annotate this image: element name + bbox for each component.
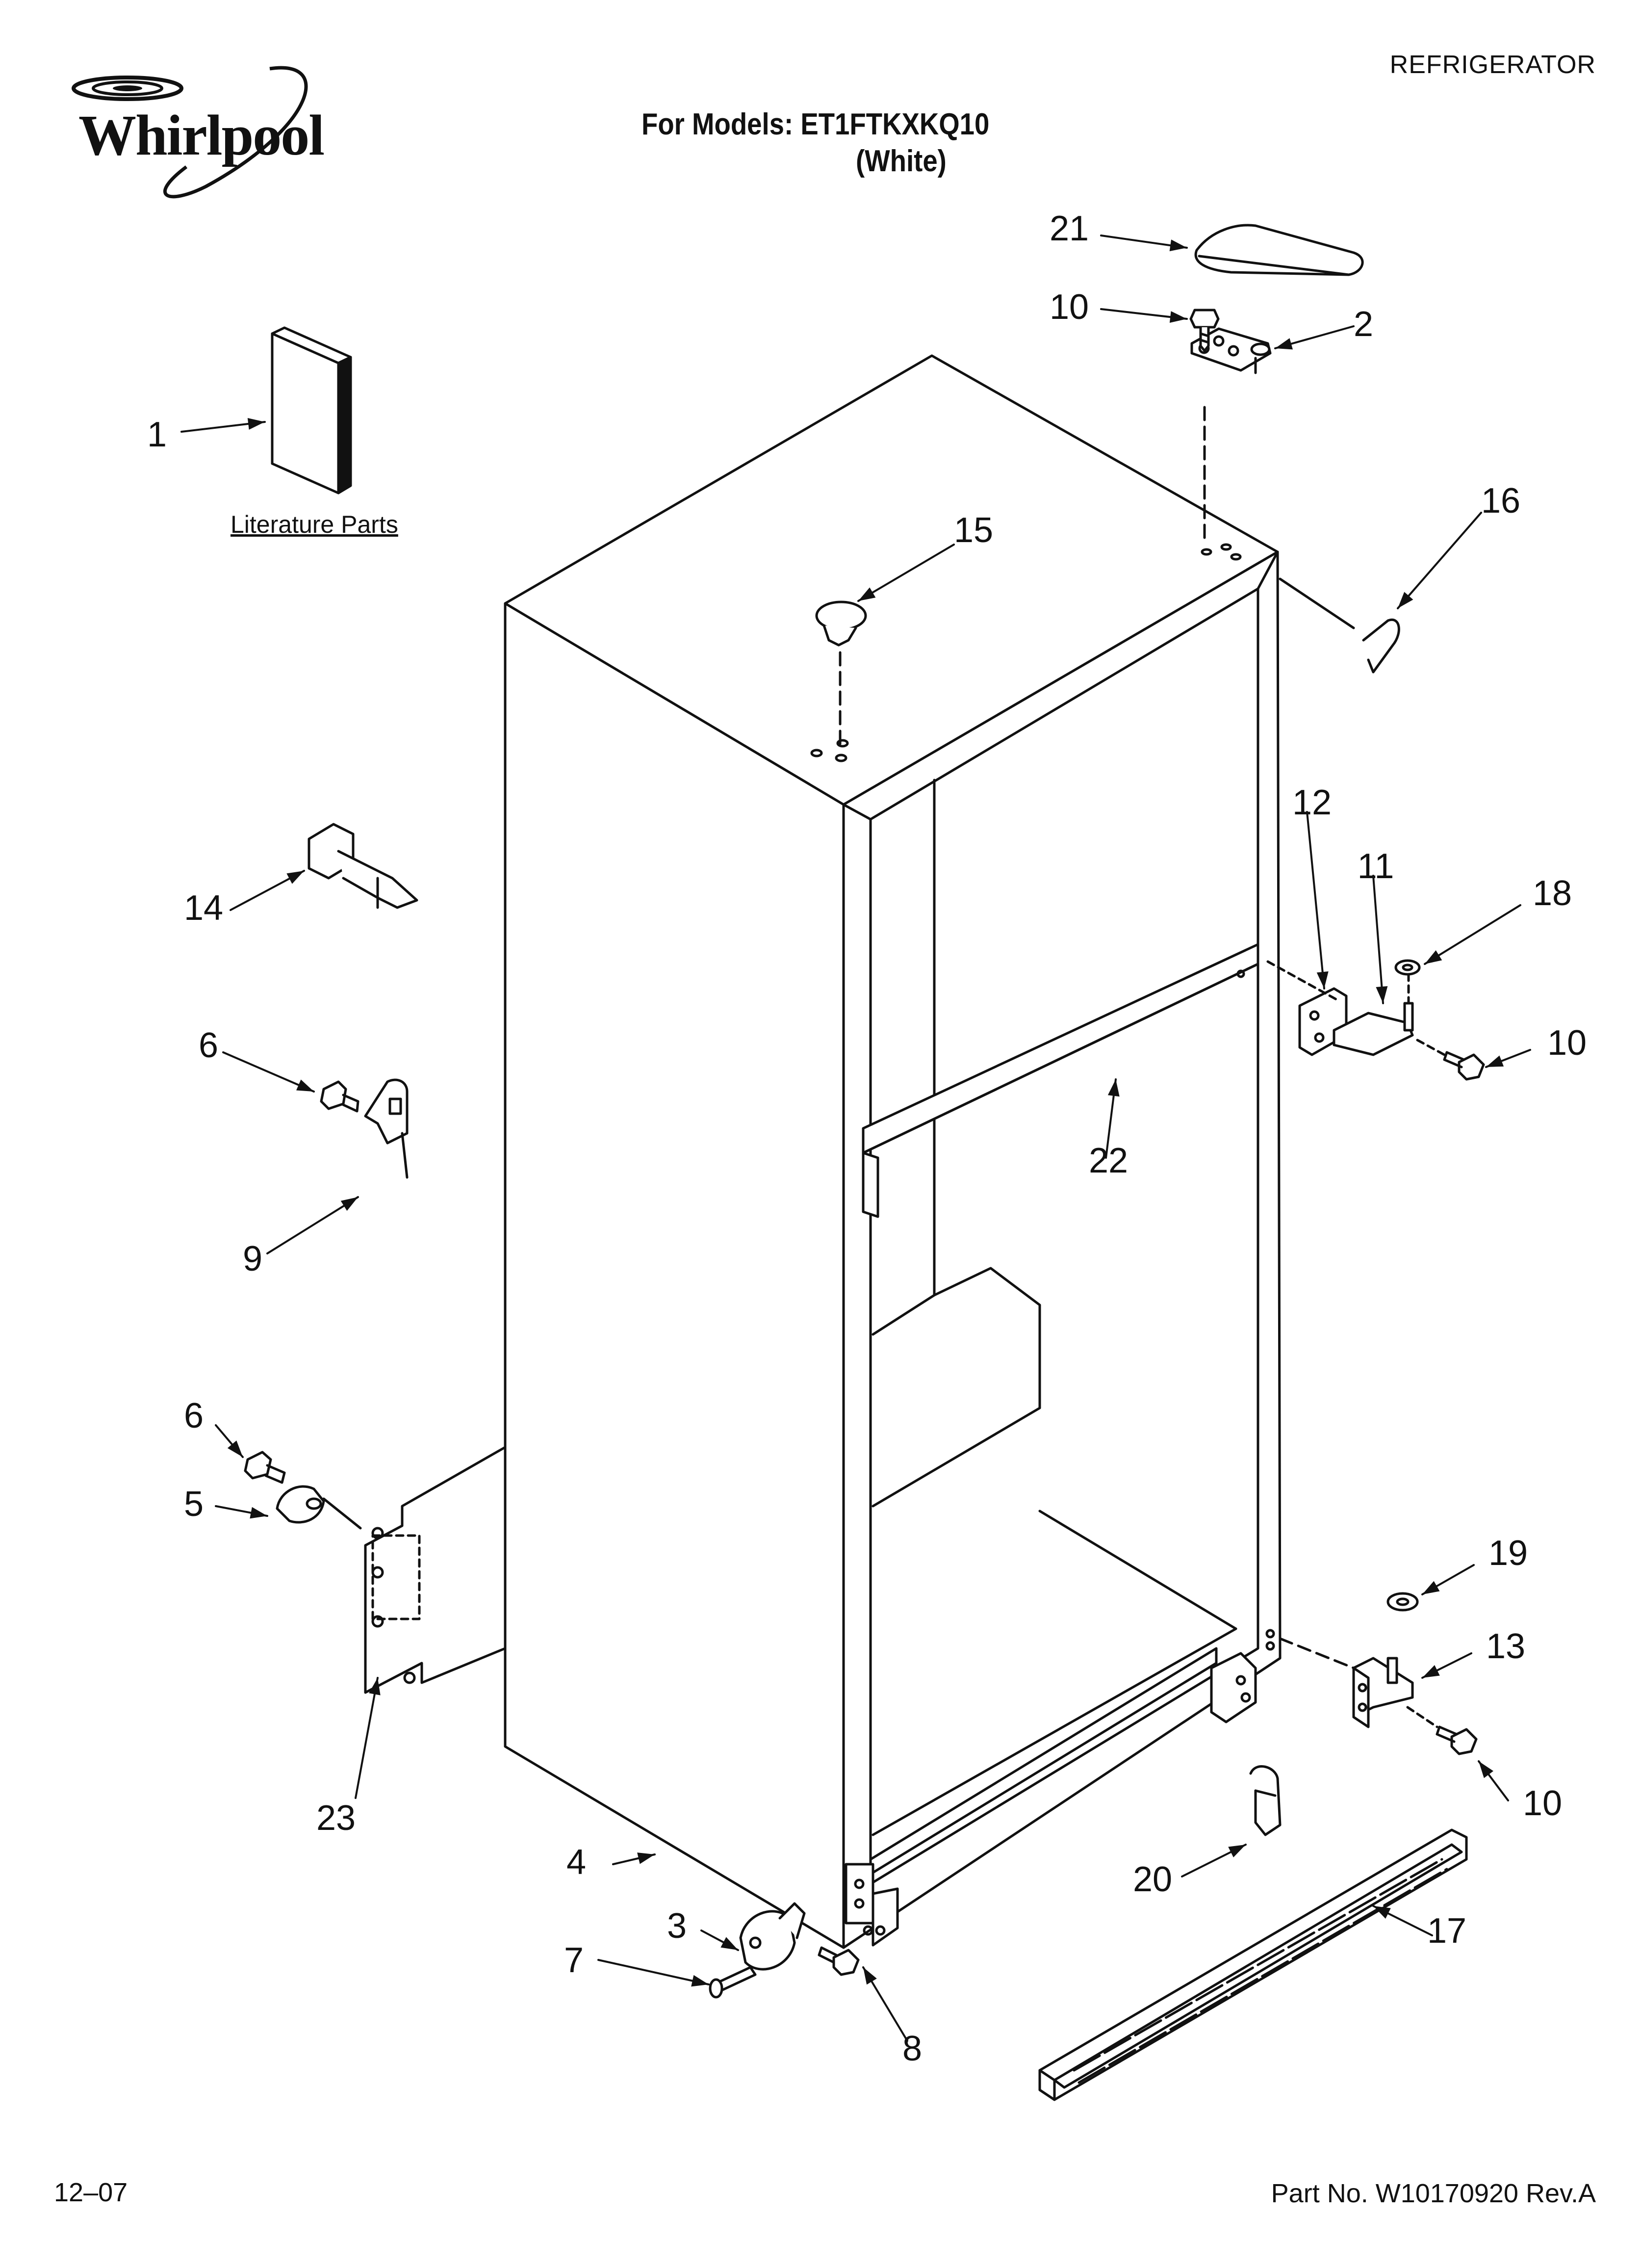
leader-arrowhead [1275, 338, 1293, 350]
part-screw-upper [320, 1080, 359, 1113]
callout-9: 9 [242, 1239, 263, 1278]
part-hinge-washer-center [1394, 959, 1421, 976]
part-upper-hinge [1190, 327, 1272, 541]
brand-logo [59, 59, 363, 211]
leader-arrowhead [863, 1967, 877, 1985]
leader-arrowhead [858, 587, 876, 601]
callout-21: 21 [1049, 209, 1089, 248]
leader-line [1372, 875, 1384, 1004]
part-leveling-screw [818, 1946, 860, 1976]
leader-arrowhead [1373, 1906, 1391, 1919]
leader-arrowhead [1398, 592, 1413, 608]
leader-arrowhead [340, 1197, 358, 1211]
leader-arrowhead [1479, 1761, 1493, 1778]
part-hinge-screw-center [1416, 1039, 1485, 1081]
leader-arrowhead [369, 1678, 381, 1695]
leader-line [355, 1677, 379, 1799]
leader-arrowhead [227, 1440, 243, 1457]
part-roller-bracket [739, 1902, 806, 1971]
callout-14: 14 [183, 888, 224, 928]
part-lower-hinge [1279, 1637, 1414, 1728]
model-number-line: For Models: ET1FTKXKQ10 [641, 107, 990, 141]
logo-swirl-icon [72, 66, 308, 199]
callout-6-upper: 6 [198, 1026, 219, 1065]
callout-7: 7 [564, 1941, 584, 1980]
part-back-bracket [364, 1446, 507, 1694]
callout-16: 16 [1481, 481, 1521, 521]
leader-line [857, 544, 955, 602]
part-grille-clip [1249, 1765, 1282, 1836]
part-number: Part No. W10170920 Rev.A [1271, 2179, 1596, 2208]
callout-11: 11 [1357, 847, 1394, 886]
part-literature-booklet [271, 326, 352, 495]
callout-10-center: 10 [1547, 1023, 1587, 1063]
callout-18: 18 [1532, 874, 1572, 913]
leader-arrowhead [1422, 1665, 1440, 1678]
leader-arrowhead [1486, 1055, 1504, 1067]
part-cabinet [504, 354, 1282, 1949]
leader-arrowhead [1228, 1845, 1246, 1857]
callout-22: 22 [1088, 1141, 1129, 1180]
callout-13: 13 [1486, 1627, 1526, 1666]
part-handle-pin [308, 823, 418, 909]
leader-arrowhead [1169, 311, 1187, 323]
appliance-category: REFRIGERATOR [1389, 51, 1596, 79]
part-center-rail [862, 943, 1259, 1218]
callout-6-lower: 6 [183, 1396, 204, 1435]
leader-arrows [180, 235, 1531, 2042]
leader-arrowhead [1169, 239, 1187, 252]
leader-line [1424, 904, 1521, 965]
leader-line [597, 1959, 710, 1985]
part-hinge-cover [1194, 224, 1364, 276]
leader-arrowhead [247, 418, 265, 430]
leader-arrowhead [250, 1507, 267, 1519]
callout-4: 4 [566, 1843, 587, 1882]
part-hinge-washer-lower [1386, 1592, 1419, 1612]
callout-19: 19 [1488, 1534, 1528, 1573]
leader-arrowhead [296, 1079, 314, 1092]
leader-arrowhead [286, 871, 304, 884]
leader-arrowhead [1107, 1079, 1120, 1097]
part-screw-lower [244, 1451, 286, 1484]
leader-arrowhead [691, 1975, 709, 1987]
callout-23: 23 [316, 1799, 356, 1838]
part-plug-button [815, 600, 867, 747]
callout-10-top: 10 [1049, 287, 1089, 327]
callout-12: 12 [1292, 783, 1332, 822]
part-axle-pin [709, 1966, 757, 1999]
part-hinge-screw-top [1189, 309, 1220, 352]
leader-line [266, 1196, 359, 1254]
leader-line [1397, 512, 1482, 609]
part-door-closer-bracket [364, 1078, 409, 1179]
callout-10-lower: 10 [1522, 1784, 1563, 1823]
part-door-stop [1279, 577, 1400, 674]
callout-17: 17 [1427, 1911, 1467, 1951]
leader-arrowhead [1425, 950, 1442, 964]
callout-3: 3 [667, 1906, 687, 1946]
brand-wordmark: Whirlpool [78, 103, 325, 167]
callout-5: 5 [183, 1485, 204, 1524]
leader-line [1306, 811, 1325, 990]
callout-2: 2 [1353, 305, 1374, 344]
leader-arrowhead [1376, 986, 1388, 1003]
leader-arrowhead [720, 1937, 738, 1950]
leader-arrowhead [1316, 971, 1329, 989]
part-cable-clamp [276, 1485, 362, 1530]
literature-parts-label: Literature Parts [231, 511, 398, 538]
callout-15: 15 [953, 511, 994, 550]
callout-1: 1 [147, 415, 167, 454]
part-center-hinge [1333, 972, 1414, 1056]
part-toe-grille [1038, 1828, 1468, 2101]
model-color-line: (White) [856, 144, 947, 178]
leader-arrowhead [1422, 1581, 1440, 1594]
leader-arrowhead [637, 1852, 655, 1864]
revision-date: 12–07 [54, 2178, 128, 2207]
part-hinge-screw-lower [1406, 1706, 1478, 1755]
callout-8: 8 [902, 2029, 923, 2068]
callout-20: 20 [1132, 1860, 1173, 1899]
